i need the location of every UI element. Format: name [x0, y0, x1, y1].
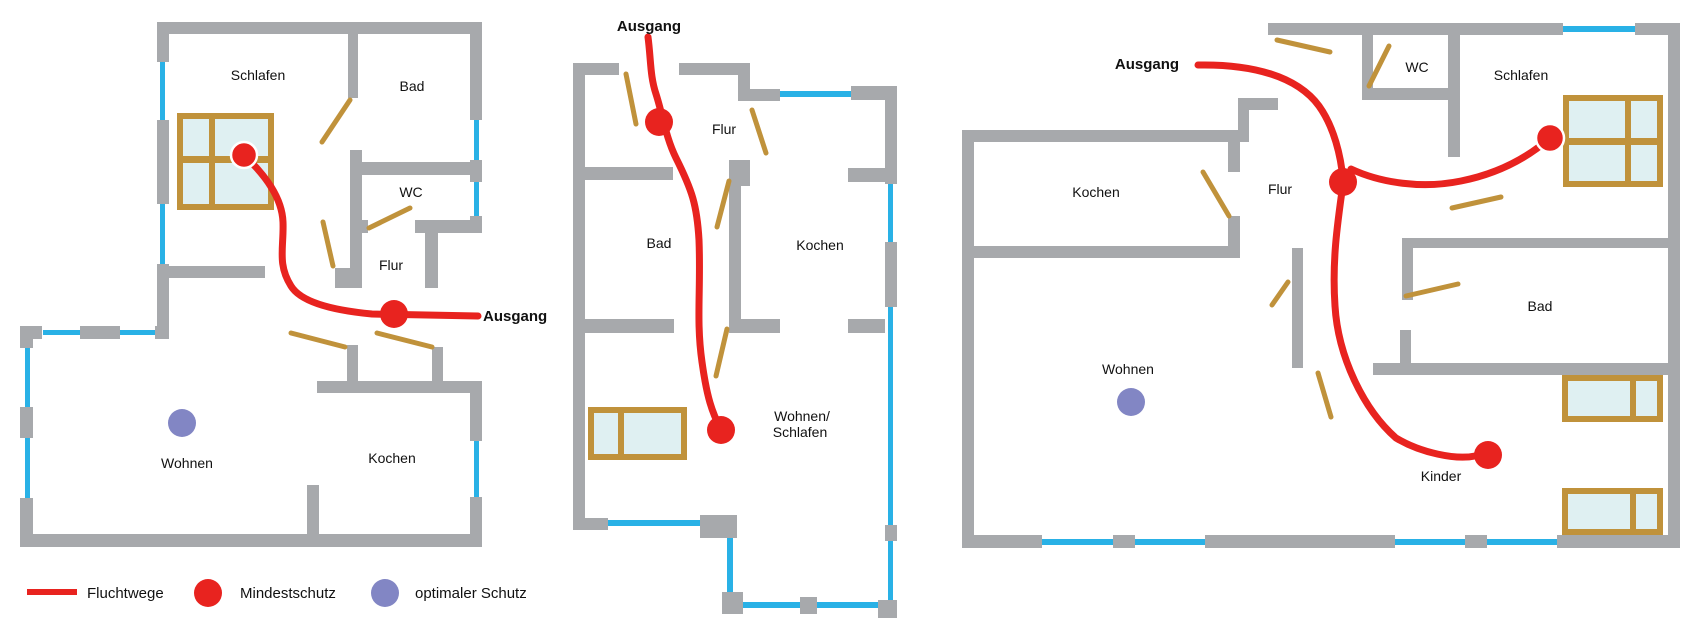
plan3-windows — [1042, 26, 1635, 545]
plan3-walls — [962, 23, 1680, 548]
room-label-wohnen-schlafen-line2-plan2: Schlafen — [773, 424, 827, 440]
plan2-escape-route — [644, 33, 725, 434]
room-label-flur-plan3: Flur — [1268, 181, 1292, 197]
smoke-detector-min-hall-plan1 — [380, 300, 408, 328]
exit-label-plan3: Ausgang — [1115, 56, 1179, 73]
single-bed-plan2 — [588, 407, 687, 460]
smoke-detector-min-kids-plan3 — [1474, 441, 1502, 469]
double-bed-plan1 — [177, 113, 274, 210]
kids-bed-2-plan3 — [1562, 488, 1663, 535]
plan1-walls — [20, 22, 482, 547]
legend-optimal-protection-swatch — [371, 579, 399, 607]
route-exit-plan3 — [1194, 61, 1347, 184]
smoke-detector-min-hall-plan3 — [1329, 168, 1357, 196]
legend-label-fluchtwege: Fluchtwege — [87, 585, 164, 602]
smoke-detector-optimal-living-plan3 — [1117, 388, 1145, 416]
route-bedroom-plan3 — [1347, 134, 1554, 189]
smoke-detector-min-hall-plan2 — [645, 108, 673, 136]
room-label-wc-plan3: WC — [1405, 59, 1428, 75]
room-label-flur-plan1: Flur — [379, 257, 403, 273]
floor-plan-2: Ausgang Flur Bad Kochen Wohnen/ Schlafen — [573, 18, 897, 618]
plan2-walls — [573, 63, 897, 618]
legend-label-mindestschutz: Mindestschutz — [240, 585, 336, 602]
room-label-wc-plan1: WC — [399, 184, 422, 200]
legend-min-protection-swatch — [194, 579, 222, 607]
kids-bed-1-plan3 — [1562, 375, 1663, 422]
double-bed-plan3 — [1563, 95, 1663, 187]
room-label-schlafen-plan3: Schlafen — [1494, 67, 1548, 83]
plan2-doors — [623, 71, 769, 379]
room-label-kochen-plan3: Kochen — [1072, 184, 1119, 200]
room-label-bad-plan2: Bad — [647, 235, 672, 251]
room-label-wohnen-plan1: Wohnen — [161, 455, 213, 471]
exit-label-plan1: Ausgang — [483, 308, 547, 325]
room-label-wohnen-plan3: Wohnen — [1102, 361, 1154, 377]
plan1-doors — [288, 97, 435, 350]
room-label-wohnen-schlafen-line1-plan2: Wohnen/ — [774, 408, 830, 424]
room-label-kochen-plan1: Kochen — [368, 450, 415, 466]
room-label-flur-plan2: Flur — [712, 121, 736, 137]
room-label-kinder-plan3: Kinder — [1421, 468, 1462, 484]
legend: Fluchtwege Mindestschutz optimaler Schut… — [27, 579, 527, 607]
room-label-bad-plan1: Bad — [400, 78, 425, 94]
smoke-detector-min-bedroom-plan1 — [229, 140, 259, 170]
room-label-bad-plan3: Bad — [1528, 298, 1553, 314]
smoke-detector-min-bedroom-plan3 — [1534, 122, 1566, 154]
smoke-detector-optimal-living-plan1 — [168, 409, 196, 437]
plan3-doors — [1200, 37, 1504, 420]
room-label-kochen-plan2: Kochen — [796, 237, 843, 253]
floor-plan-1: Schlafen Bad WC Flur Wohnen Kochen Ausga… — [20, 22, 547, 547]
route-kids-plan3 — [1330, 180, 1479, 461]
smoke-detector-min-living-plan2 — [707, 416, 735, 444]
plan1-escape-route — [240, 151, 482, 320]
plan1-windows — [25, 62, 479, 498]
room-label-schlafen-plan1: Schlafen — [231, 67, 285, 83]
floor-plan-3: Ausgang Kochen Flur WC Schlafen Bad Wohn… — [962, 23, 1680, 548]
exit-label-plan2: Ausgang — [617, 18, 681, 35]
legend-label-optimaler-schutz: optimaler Schutz — [415, 585, 527, 602]
plan3-escape-routes — [1194, 61, 1554, 461]
plan2-windows — [608, 91, 893, 608]
